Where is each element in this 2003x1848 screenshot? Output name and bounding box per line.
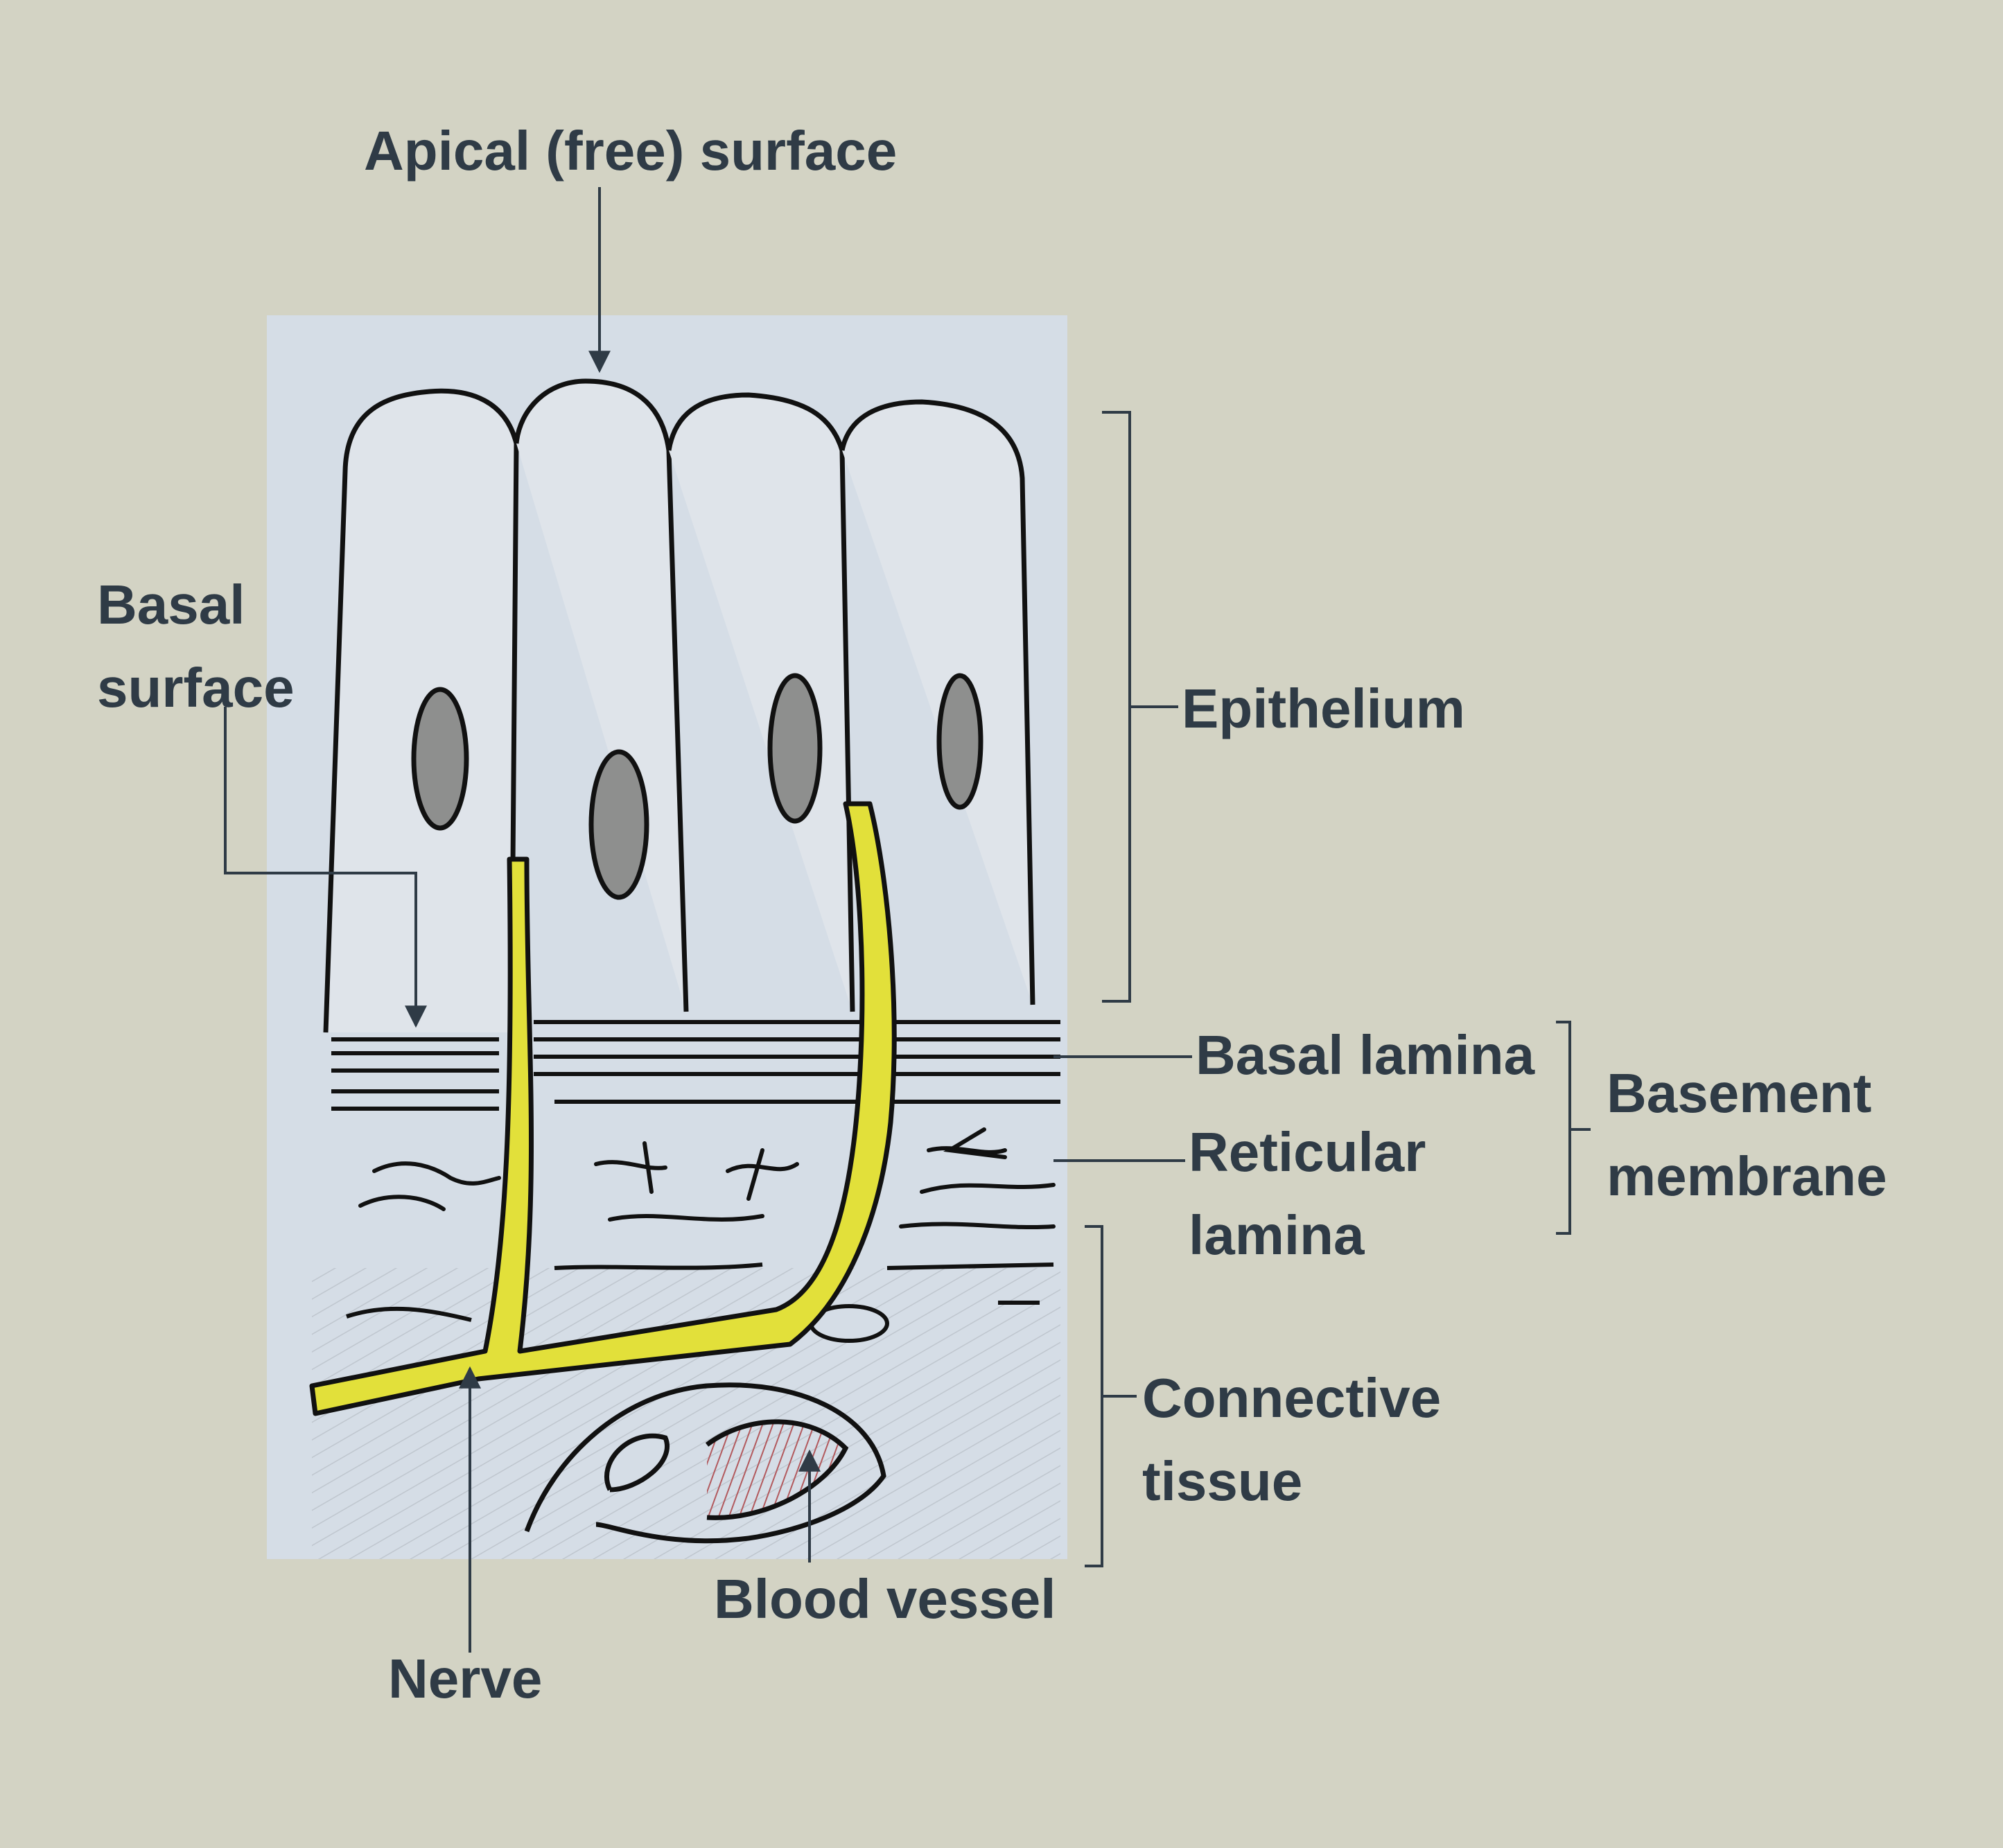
connective-tissue-region [312, 1268, 1060, 1559]
nucleus-3 [767, 673, 823, 824]
cell-4 [839, 399, 1035, 1005]
connective-boundary [346, 1262, 1054, 1343]
reticular-lamina-label-line1: Reticular [1189, 1121, 1426, 1183]
basal-surface-label-line2: surface [97, 657, 295, 719]
blood-vessel [524, 1382, 886, 1544]
nerve-fiber [309, 801, 897, 1416]
reticular-fibers [358, 1127, 1056, 1230]
nuclei [411, 673, 983, 900]
nucleus-2 [588, 749, 649, 900]
basement-membrane-label-line1: Basement [1607, 1062, 1871, 1124]
epithelium-bracket [1102, 411, 1131, 1003]
reticular-lamina-label-line2: lamina [1189, 1204, 1365, 1266]
basal-surface-label-line1: Basal [97, 574, 245, 635]
nucleus-4 [936, 673, 983, 810]
basal-lamina-label: Basal lamina [1196, 1024, 1535, 1086]
connective-tissue-label-line1: Connective [1142, 1367, 1441, 1429]
blood-vessel-label: Blood vessel [714, 1568, 1056, 1630]
nucleus-1 [411, 687, 469, 831]
apical-surface-label: Apical (free) surface [364, 120, 897, 182]
epithelium-label: Epithelium [1182, 678, 1465, 739]
nerve-label: Nerve [388, 1648, 542, 1709]
connective-tissue-bracket [1085, 1225, 1103, 1567]
basal-surface-arrow [224, 707, 427, 1028]
basal-lamina-layer [331, 1020, 1060, 1111]
connective-tissue-label-line2: tissue [1142, 1450, 1302, 1512]
basement-membrane-bracket [1556, 1021, 1571, 1235]
basement-membrane-label-line2: membrane [1607, 1145, 1887, 1207]
cell-3 [666, 392, 855, 1012]
